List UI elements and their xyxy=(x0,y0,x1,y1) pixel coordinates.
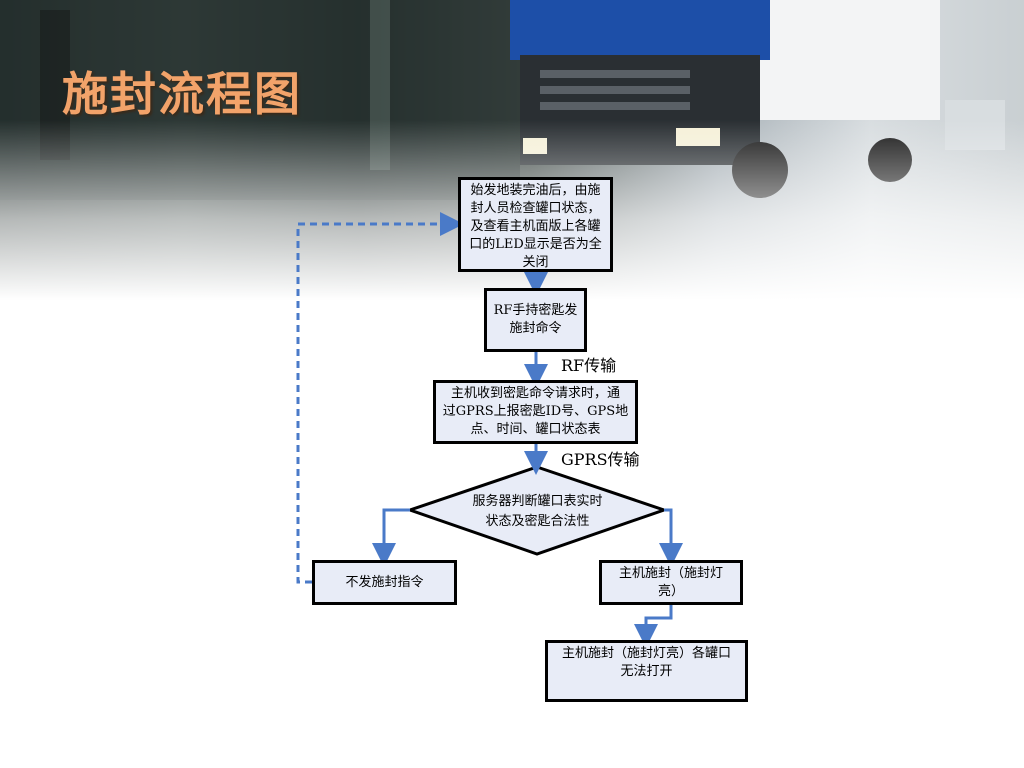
decision-diamond xyxy=(405,465,669,556)
arrow-decision-to-nosend xyxy=(372,508,410,567)
arrow-seal-to-final xyxy=(634,605,673,648)
rf-command-box: RF手持密匙发 施封命令 xyxy=(484,288,587,352)
dashed-loop-back-arrow xyxy=(296,212,464,584)
arrow-decision-to-seal xyxy=(659,508,683,567)
host-seal-box: 主机施封（施封灯 亮） xyxy=(599,560,743,605)
no-seal-command-box: 不发施封指令 xyxy=(312,560,457,605)
host-receive-box: 主机收到密匙命令请求时，通 过GPRS上报密匙ID号、GPS地 点、时间、罐口状… xyxy=(433,380,638,444)
decision-text: 服务器判断罐口表实时 状态及密匙合法性 xyxy=(472,494,603,529)
rf-transmission-label: RF传输 xyxy=(561,356,617,375)
start-check-box: 始发地装完油后，由施 封人员检查罐口状态， 及查看主机面版上各罐 口的LED显示… xyxy=(458,177,613,272)
gprs-transmission-label: GPRS传输 xyxy=(561,450,640,469)
slide-title: 施封流程图 xyxy=(62,67,302,121)
tanks-locked-box: 主机施封（施封灯亮）各罐口 无法打开 xyxy=(545,640,748,702)
